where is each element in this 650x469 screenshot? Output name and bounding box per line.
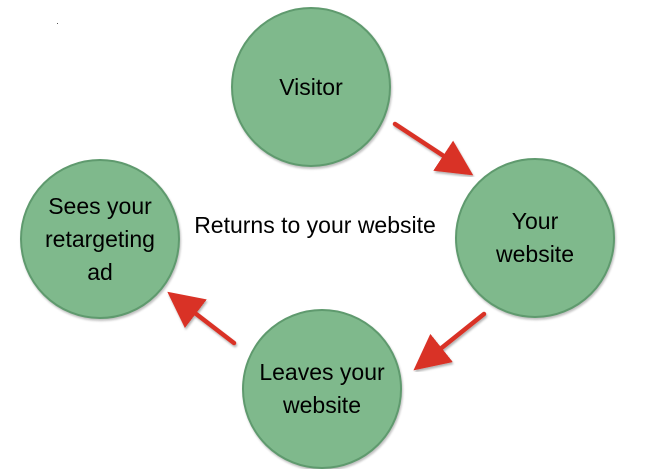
node-sees-ad-label: Sees your retargeting ad [45, 192, 155, 285]
node-sees-retargeting-ad: Sees your retargeting ad [20, 159, 180, 319]
arrow-visitor-to-website [392, 121, 474, 176]
node-your-website: Your website [455, 158, 615, 318]
node-visitor: Visitor [231, 7, 391, 167]
stray-dot [57, 23, 58, 24]
arrow-website-to-leaves [413, 311, 487, 371]
node-leaves-label: Leaves your website [259, 359, 385, 418]
edge-label-returns: Returns to your website [194, 212, 436, 238]
node-visitor-label: Visitor [279, 73, 343, 100]
node-your-website-label: Your website [496, 208, 574, 267]
arrow-leaves-to-sees [167, 291, 237, 346]
node-leaves-your-website: Leaves your website [242, 309, 402, 469]
